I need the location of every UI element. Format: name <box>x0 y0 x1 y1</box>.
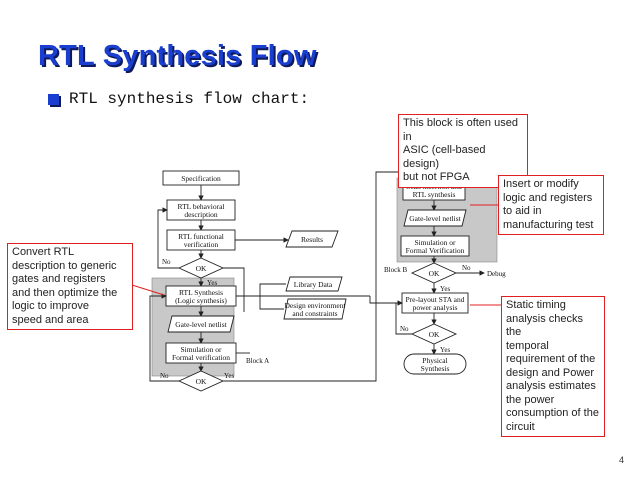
physical-synthesis-box <box>403 353 467 375</box>
sta-callout-line6: analysis estimates <box>506 380 596 392</box>
slide-title: RTL Synthesis Flow <box>38 40 317 72</box>
simulation-a-line1: Simulation or <box>180 345 222 354</box>
design-env-line2: and constraints <box>292 309 337 318</box>
design-env-box <box>283 298 347 320</box>
yes-label-4: Yes <box>440 346 450 354</box>
ok-label-1: OK <box>196 264 207 273</box>
convert-callout-line5: logic to improve <box>12 300 90 312</box>
gate-netlist-b-label: Gate-level netlist <box>409 214 461 223</box>
no-label-2: No <box>160 372 169 380</box>
no-label-1: No <box>162 258 171 266</box>
sta-callout-line1: Static timing <box>506 299 566 311</box>
rtl-synthesis-line2: (Logic synthesis) <box>175 296 227 305</box>
bullet-item: RTL synthesis flow chart: <box>48 90 309 108</box>
simulation-b-box <box>400 235 470 257</box>
sta-callout-line8: consumption of the <box>506 407 599 419</box>
sta-callout-line4: requirement of the <box>506 353 596 365</box>
gate-netlist-b <box>403 209 467 227</box>
sta-callout-line2: analysis checks the <box>506 312 584 339</box>
rtl-functional-line1: RTL functional <box>178 232 224 241</box>
ok-label-4: OK <box>429 330 440 339</box>
simulation-b-line1: Simulation or <box>414 238 456 247</box>
sta-callout-line3: temporal <box>506 339 549 352</box>
results-label: Results <box>301 235 323 244</box>
convert-note-connector <box>131 284 165 296</box>
physical-synthesis-line2: Synthesis <box>421 364 450 373</box>
rtl-functional-line2: verification <box>184 240 219 249</box>
fpga-callout-line3: but not FPGA <box>403 171 470 183</box>
specification-label: Specification <box>181 174 221 183</box>
physical-synthesis-line1: Physical <box>422 356 447 365</box>
gate-netlist-a-label: Gate-level netlist <box>175 320 227 329</box>
ok-label-2: OK <box>196 377 207 386</box>
rtl-behavioral-line2: description <box>184 210 218 219</box>
convert-callout-line4: and then optimize the <box>12 286 118 299</box>
yes-label-3: Yes <box>440 285 450 293</box>
prelayout-line2: power analysis <box>413 303 458 312</box>
convert-callout-line2: description to generic <box>12 259 117 272</box>
sta-callout: Static timing analysis checks the tempor… <box>501 296 605 437</box>
prelayout-line1: Pre-layout STA and <box>406 295 465 304</box>
page-number: 4 <box>618 455 624 465</box>
rtl-behavioral-line1: RTL behavioral <box>178 202 225 211</box>
square-bullet-icon <box>48 93 59 105</box>
no-label-3: No <box>462 264 471 272</box>
no-label-4: No <box>400 325 409 333</box>
insert-callout: Insert or modify logic and registers to … <box>498 175 604 235</box>
sta-callout-line9: circuit <box>506 420 535 433</box>
fpga-callout: This block is often used in ASIC (cell-b… <box>398 114 528 188</box>
convert-callout: Convert RTL description to generic gates… <box>7 243 133 330</box>
sta-callout-line7: the power <box>506 393 555 406</box>
convert-callout-line6: speed and area <box>12 313 89 326</box>
fpga-callout-line2: ASIC (cell-based design) <box>403 144 486 170</box>
debug-label: Debug <box>487 270 506 278</box>
sta-callout-line5: design and Power <box>506 366 595 379</box>
fpga-callout-line1: This block is often used in <box>403 117 518 143</box>
results-box <box>285 230 339 248</box>
insert-callout-line1: Insert or modify <box>503 178 579 190</box>
library-data-label: Library Data <box>294 280 333 289</box>
scan-insertion-line2: RTL synthesis <box>413 190 456 199</box>
block-a-label: Block A <box>246 357 269 365</box>
insert-callout-line3: to aid in <box>503 205 542 217</box>
ok-decision-2 <box>177 370 225 392</box>
simulation-a-line2: Formal verification <box>172 353 230 362</box>
gate-netlist-a <box>167 315 235 333</box>
design-env-line1: Design environment <box>284 301 346 310</box>
insert-callout-line2: logic and registers <box>503 191 593 204</box>
simulation-b-line2: Formal Verification <box>406 246 465 255</box>
insert-callout-line4: manufacturing test <box>503 218 594 231</box>
convert-callout-line3: gates and registers <box>12 273 106 285</box>
convert-callout-line1: Convert RTL <box>12 246 75 258</box>
yes-label-2: Yes <box>224 372 234 380</box>
yes-label-1: Yes <box>207 279 217 287</box>
block-b-label: Block B <box>384 266 407 274</box>
rtl-synthesis-line1: RTL Synthesis <box>179 288 223 297</box>
bullet-text: RTL synthesis flow chart: <box>69 90 310 108</box>
ok-label-3: OK <box>429 269 440 278</box>
library-data-box <box>285 276 343 292</box>
